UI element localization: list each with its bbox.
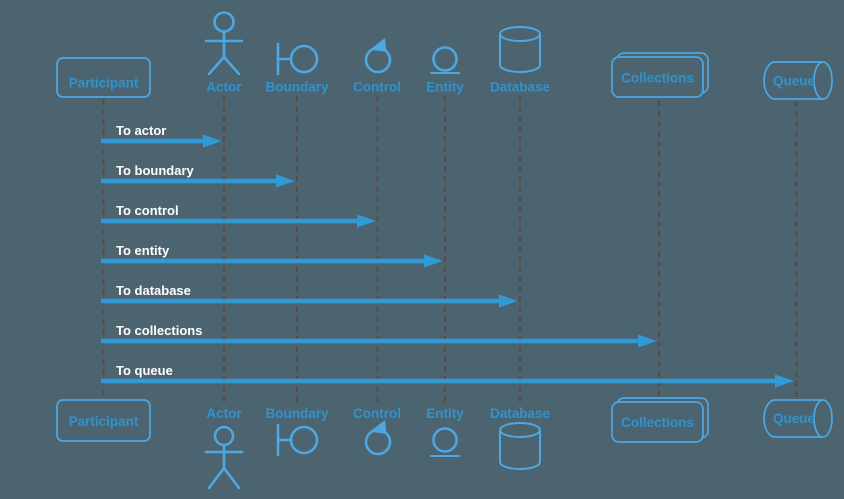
message-to-actor: To actor: [101, 123, 222, 148]
entity-icon: [430, 46, 460, 74]
database-bottom: Database: [490, 406, 551, 470]
queue-label: Queue: [773, 411, 816, 426]
lifelines: [102, 96, 798, 404]
participant-label: Participant: [69, 414, 139, 429]
participant-box: [56, 57, 151, 98]
collections-bottom: Collections: [611, 397, 709, 443]
bottom-participant-row: Participant Actor Boundary Control: [56, 397, 833, 490]
entity-top: Entity: [426, 46, 464, 95]
message-label: To entity: [116, 243, 170, 258]
message-to-boundary: To boundary: [101, 163, 295, 188]
boundary-label: Boundary: [265, 80, 328, 95]
actor-icon: [204, 11, 244, 76]
queue-top: Queue: [763, 61, 833, 100]
queue-icon: [763, 399, 833, 438]
collections-icon: [611, 52, 709, 98]
control-bottom: Control: [353, 406, 401, 456]
message-to-collections: To collections: [101, 323, 657, 348]
collections-label: Collections: [621, 71, 694, 86]
database-icon: [499, 26, 541, 73]
message-label: To actor: [116, 123, 166, 138]
message-to-control: To control: [101, 203, 376, 228]
actor-top: Actor: [204, 11, 244, 95]
boundary-label: Boundary: [265, 406, 328, 421]
database-top: Database: [490, 26, 551, 95]
message-arrowhead: [638, 334, 657, 348]
control-top: Control: [353, 38, 401, 95]
collections-icon: [611, 397, 709, 443]
participant-top: Participant: [56, 57, 151, 98]
message-arrowhead: [357, 214, 376, 228]
control-label: Control: [353, 80, 401, 95]
collections-label: Collections: [621, 415, 694, 430]
participant-bottom: Participant: [56, 399, 151, 442]
database-icon: [499, 422, 541, 470]
top-participant-row: Participant Actor Boundary: [56, 11, 833, 100]
queue-label: Queue: [773, 74, 816, 89]
messages: To actor To boundary To control To entit…: [101, 123, 794, 388]
actor-icon: [204, 425, 244, 490]
control-label: Control: [353, 406, 401, 421]
message-label: To queue: [116, 363, 173, 378]
control-icon: [364, 38, 392, 74]
boundary-icon: [276, 42, 319, 76]
message-arrowhead: [499, 294, 518, 308]
collections-top: Collections: [611, 52, 709, 98]
participant-label: Participant: [69, 76, 139, 91]
boundary-top: Boundary: [265, 42, 329, 95]
entity-label: Entity: [426, 406, 464, 421]
message-arrowhead: [203, 134, 222, 148]
message-arrowhead: [424, 254, 443, 268]
participant-box: [56, 399, 151, 442]
entity-icon: [430, 427, 460, 457]
entity-label: Entity: [426, 80, 464, 95]
boundary-icon: [276, 423, 319, 457]
message-arrowhead: [276, 174, 295, 188]
control-icon: [364, 420, 392, 456]
boundary-bottom: Boundary: [265, 406, 329, 457]
queue-bottom: Queue: [763, 399, 833, 438]
entity-bottom: Entity: [426, 406, 464, 457]
message-to-entity: To entity: [101, 243, 443, 268]
message-arrowhead: [775, 374, 794, 388]
message-to-database: To database: [101, 283, 518, 308]
message-to-queue: To queue: [101, 363, 794, 388]
queue-icon: [763, 61, 833, 100]
message-label: To boundary: [116, 163, 195, 178]
database-label: Database: [490, 80, 551, 95]
message-label: To collections: [116, 323, 202, 338]
actor-bottom: Actor: [204, 406, 244, 490]
actor-label: Actor: [206, 406, 242, 421]
message-label: To control: [116, 203, 179, 218]
database-label: Database: [490, 406, 551, 421]
message-label: To database: [116, 283, 191, 298]
actor-label: Actor: [206, 80, 242, 95]
